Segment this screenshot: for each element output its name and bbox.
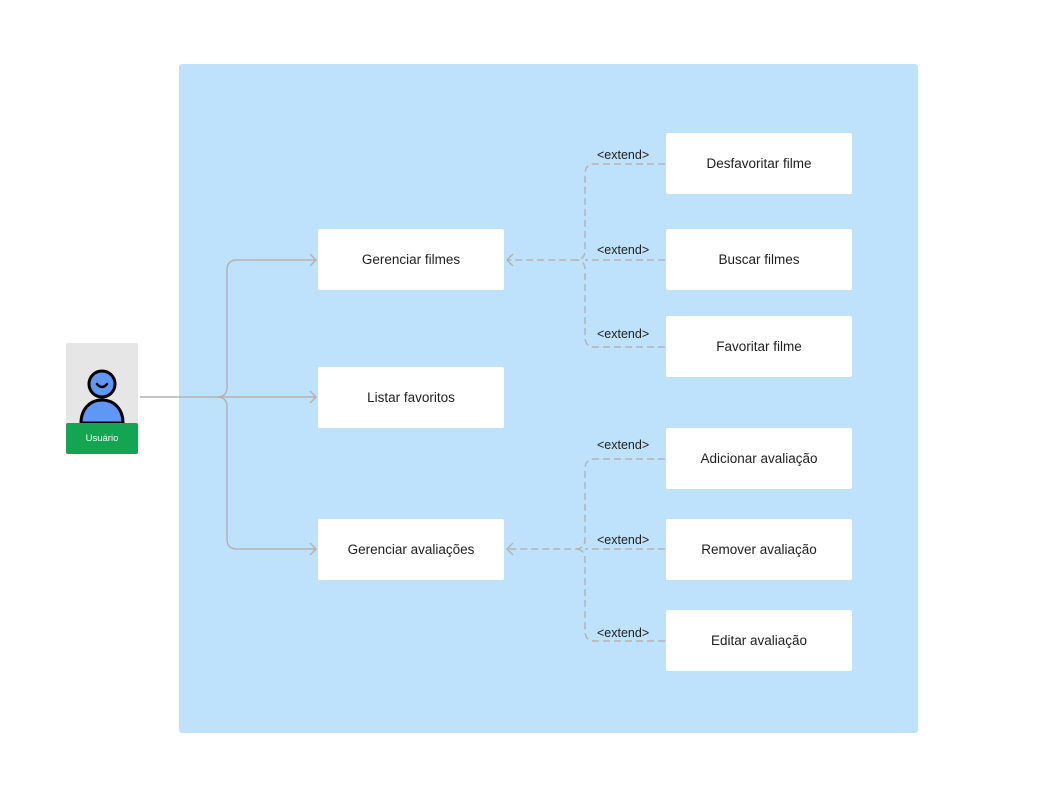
arrowhead (505, 542, 514, 556)
extend-line (508, 163, 665, 261)
actor-label: Usuário (66, 423, 138, 454)
arrowhead (505, 253, 514, 267)
usecase-gerenciar-filmes[interactable]: Gerenciar filmes (318, 229, 504, 290)
association-line (140, 259, 316, 398)
extend-label: <extend> (597, 533, 650, 547)
usecase-desfavoritar-filme[interactable]: Desfavoritar filme (666, 133, 852, 194)
arrowhead (309, 390, 318, 404)
extend-label: <extend> (597, 626, 650, 640)
extend-label: <extend> (597, 243, 650, 257)
usecase-buscar-filmes[interactable]: Buscar filmes (666, 229, 852, 290)
actor-usuario[interactable]: Usuário (66, 343, 138, 454)
usecase-favoritar-filme[interactable]: Favoritar filme (666, 316, 852, 377)
extend-label: <extend> (597, 327, 650, 341)
user-icon (79, 369, 125, 425)
arrowhead (309, 253, 318, 267)
association-line (216, 396, 316, 550)
usecase-editar-avaliacao[interactable]: Editar avaliação (666, 610, 852, 671)
usecase-listar-favoritos[interactable]: Listar favoritos (318, 367, 504, 428)
extend-label: <extend> (597, 148, 650, 162)
extend-line (574, 548, 665, 642)
arrowhead (309, 542, 318, 556)
usecase-gerenciar-avaliacoes[interactable]: Gerenciar avaliações (318, 519, 504, 580)
usecase-adicionar-avaliacao[interactable]: Adicionar avaliação (666, 428, 852, 489)
usecase-remover-avaliacao[interactable]: Remover avaliação (666, 519, 852, 580)
extend-label: <extend> (597, 438, 650, 452)
extend-line (508, 458, 665, 550)
